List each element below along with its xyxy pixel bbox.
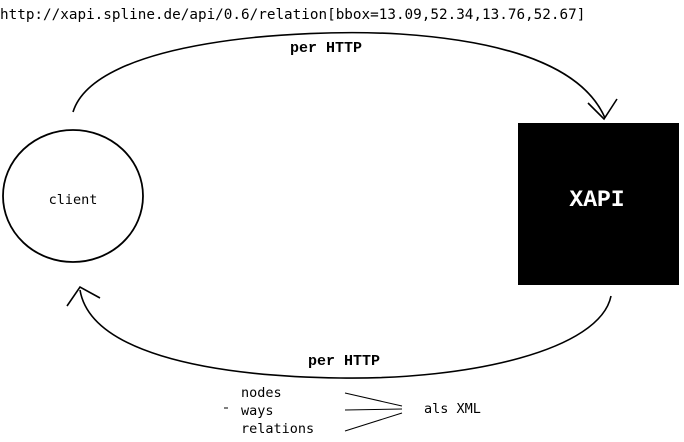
request-arrow — [72, 31, 606, 119]
request-arrowhead — [587, 98, 618, 121]
payload-item-ways: ways — [241, 403, 274, 419]
response-arrow — [79, 289, 612, 379]
connector-ways — [344, 408, 403, 411]
xapi-server-node — [518, 123, 679, 285]
connector-relations — [344, 412, 403, 432]
payload-item-relations: relations — [241, 421, 314, 437]
client-label: client — [49, 192, 98, 208]
payload-item-nodes: nodes — [241, 385, 282, 401]
response-arrowhead — [66, 285, 101, 307]
server-label: XAPI — [569, 187, 624, 213]
response-label: per HTTP — [308, 353, 380, 370]
request-label: per HTTP — [290, 40, 362, 57]
request-url: http://xapi.spline.de/api/0.6/relation[b… — [0, 7, 585, 23]
client-node — [2, 129, 144, 263]
payload-format: als XML — [424, 401, 481, 417]
connector-nodes — [344, 392, 403, 407]
